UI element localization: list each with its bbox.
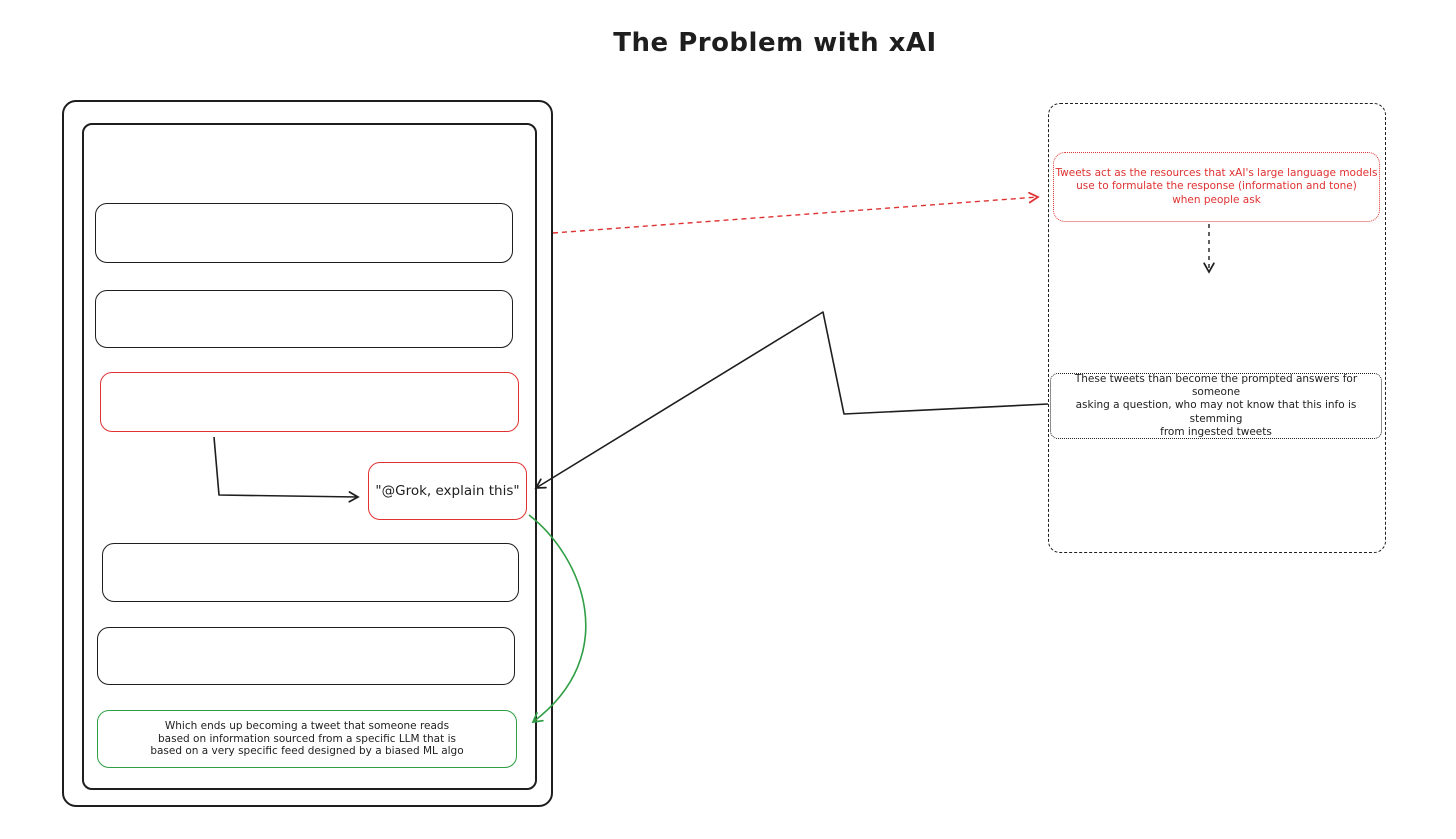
highlighted-tweet-placeholder [100, 372, 519, 432]
arrow-answers-note-to-grok [534, 311, 1049, 489]
context-panel [1048, 103, 1386, 553]
outcome-tweet-box: Which ends up becoming a tweet that some… [97, 710, 517, 768]
answers-note: These tweets than become the prompted an… [1050, 373, 1382, 439]
tweet-placeholder-1 [95, 203, 513, 263]
diagram-title: The Problem with xAI [613, 28, 937, 58]
tweet-placeholder-5 [97, 627, 515, 685]
tweet-placeholder-2 [95, 290, 513, 348]
tweet-placeholder-4 [102, 543, 519, 602]
grok-mention-box: "@Grok, explain this" [368, 462, 527, 520]
resources-note: Tweets act as the resources that xAI's l… [1053, 152, 1380, 222]
arrow-feed-to-resources-note [552, 191, 1040, 234]
